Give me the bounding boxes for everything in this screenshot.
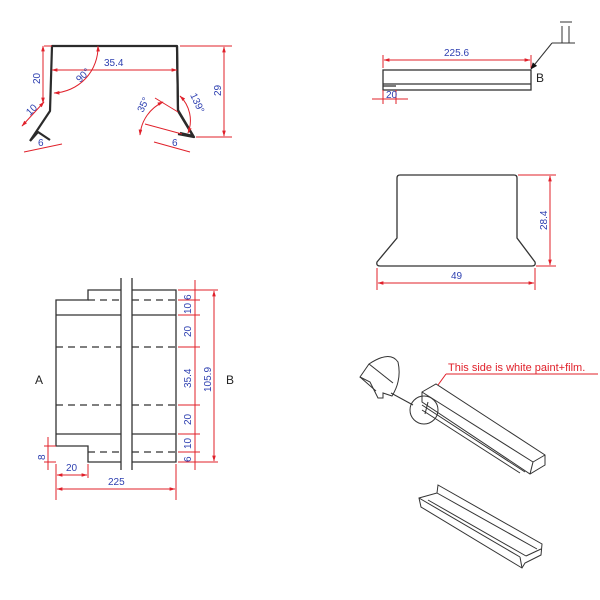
detail-circle xyxy=(409,395,439,425)
dim-total-width: 225 xyxy=(108,477,125,488)
dim-notch: 20 xyxy=(386,90,398,101)
dim-seg-6: 10 xyxy=(183,437,194,449)
dim-notch-height: 8 xyxy=(37,454,48,460)
dim-notch-width: 20 xyxy=(66,463,78,474)
dim-left-height: 20 xyxy=(32,72,43,84)
dim-blank-height: 28.4 xyxy=(539,210,550,230)
dim-total-height: 105.9 xyxy=(203,367,214,392)
dim-seg-7: 6 xyxy=(183,456,194,462)
iso-view-top: This side is white paint+film. xyxy=(359,356,598,475)
dim-seg-4: 35.4 xyxy=(183,368,194,388)
dim-flange: 10 xyxy=(24,102,40,118)
label-b-side: B xyxy=(536,71,544,85)
dim-seg-2: 10 xyxy=(183,302,194,314)
blank-outline xyxy=(376,174,536,267)
flat-pattern-view: A B 6 10 20 35.4 20 10 6 105.9 8 20 xyxy=(35,278,234,500)
dim-angle-90: 90° xyxy=(74,67,92,85)
dim-top-width: 35.4 xyxy=(104,58,124,69)
dim-seg-3: 20 xyxy=(183,325,194,337)
bar-outline xyxy=(382,69,532,91)
note-white-paint: This side is white paint+film. xyxy=(448,362,585,374)
label-a: A xyxy=(35,373,43,387)
end-blank-view: 28.4 49 xyxy=(376,174,556,290)
dim-total-height: 29 xyxy=(213,84,224,96)
dim-length: 225.6 xyxy=(444,48,469,59)
dim-lip-right: 6 xyxy=(172,138,178,149)
side-view: 225.6 20 B xyxy=(372,21,575,104)
label-b: B xyxy=(226,373,234,387)
surface-finish-symbol xyxy=(530,21,575,70)
iso-view-bottom xyxy=(418,484,543,569)
dim-lip-left: 6 xyxy=(38,138,44,149)
dim-blank-width: 49 xyxy=(451,271,463,282)
dim-seg-1: 6 xyxy=(183,294,194,300)
profile-section-view: 35.4 20 90° 10 6 29 139° 35° 6 xyxy=(21,44,232,153)
dim-seg-5: 20 xyxy=(183,413,194,425)
dim-angle-139: 139° xyxy=(187,92,206,115)
